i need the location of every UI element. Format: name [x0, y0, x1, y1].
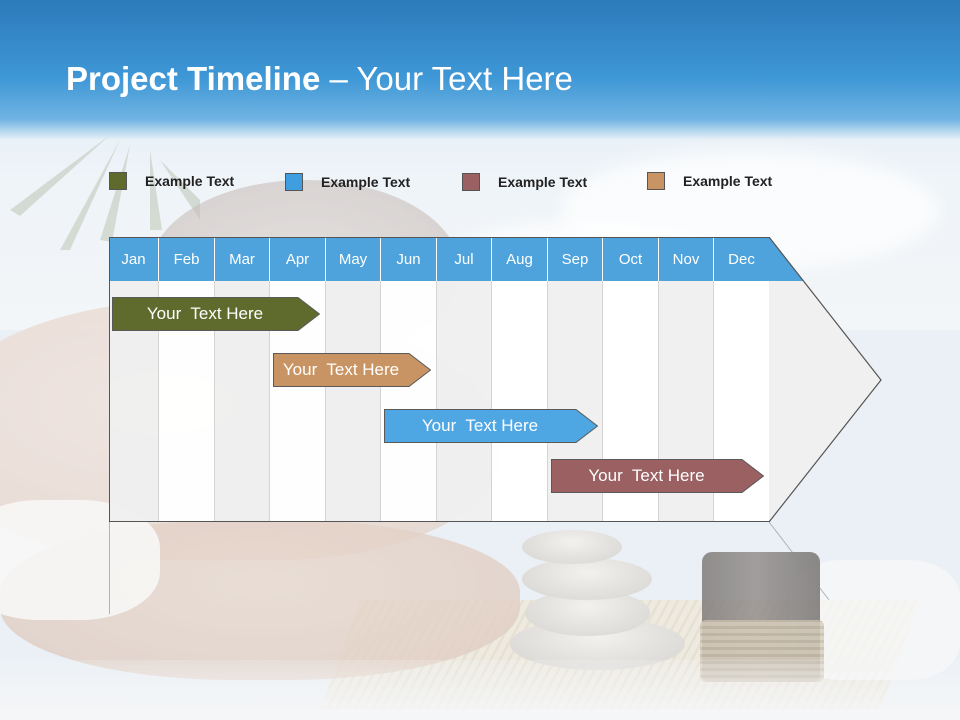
task-bar-shape: [273, 353, 431, 387]
slide-title-rest: – Your Text Here: [320, 60, 573, 97]
month-column: [326, 281, 381, 522]
task-bar-label: Your Text Here: [421, 416, 539, 435]
month-header-aug: Aug: [492, 237, 548, 281]
legend-item: Example Text: [647, 171, 772, 191]
task-bar-shape: [112, 297, 320, 331]
task-bar-label: Your Text Here: [282, 360, 400, 379]
month-header-apr: Apr: [270, 237, 326, 281]
month-header-feb: Feb: [159, 237, 215, 281]
month-header-oct: Oct: [603, 237, 659, 281]
task-bar[interactable]: Your Text Here: [384, 409, 598, 443]
task-bar-label: Your Text Here: [588, 466, 705, 485]
month-header-sep: Sep: [548, 237, 603, 281]
slide-title-bold: Project Timeline: [66, 60, 321, 97]
legend-swatch: [285, 173, 303, 191]
slide-title: Project Timeline – Your Text Here: [66, 60, 573, 98]
legend-label: Example Text: [498, 174, 588, 190]
legend-label: Example Text: [321, 174, 411, 190]
task-bar[interactable]: Your Text Here: [551, 459, 764, 493]
month-header-dec: Dec: [714, 237, 770, 281]
task-bar[interactable]: Your Text Here: [273, 353, 431, 387]
legend-swatch: [462, 173, 480, 191]
legend-swatch: [109, 172, 127, 190]
month-header-jan: Jan: [109, 237, 159, 281]
legend-swatch: [647, 172, 665, 190]
month-header-may: May: [326, 237, 381, 281]
month-column: [381, 281, 437, 522]
month-column: [492, 281, 548, 522]
stone: [522, 530, 622, 564]
stone: [522, 558, 652, 600]
month-header-mar: Mar: [215, 237, 270, 281]
task-bar-shape: [384, 409, 598, 443]
task-bar-shape: [551, 459, 764, 493]
month-header-jun: Jun: [381, 237, 437, 281]
task-bar-label: Your Text Here: [146, 304, 264, 323]
title-bar: Project Timeline – Your Text Here: [0, 0, 960, 140]
legend-item: Example Text: [462, 172, 587, 192]
month-header-jul: Jul: [437, 237, 492, 281]
timeline-reflection: [109, 522, 829, 614]
legend-label: Example Text: [145, 173, 235, 189]
month-column: [437, 281, 492, 522]
foreground: [0, 660, 960, 720]
task-bar[interactable]: Your Text Here: [112, 297, 320, 331]
timeline-arrow-tip: [769, 237, 882, 523]
legend-label: Example Text: [683, 173, 773, 189]
palm-leaves: [10, 135, 200, 250]
month-header-nov: Nov: [659, 237, 714, 281]
legend-item: Example Text: [285, 172, 410, 192]
legend-item: Example Text: [109, 171, 234, 191]
